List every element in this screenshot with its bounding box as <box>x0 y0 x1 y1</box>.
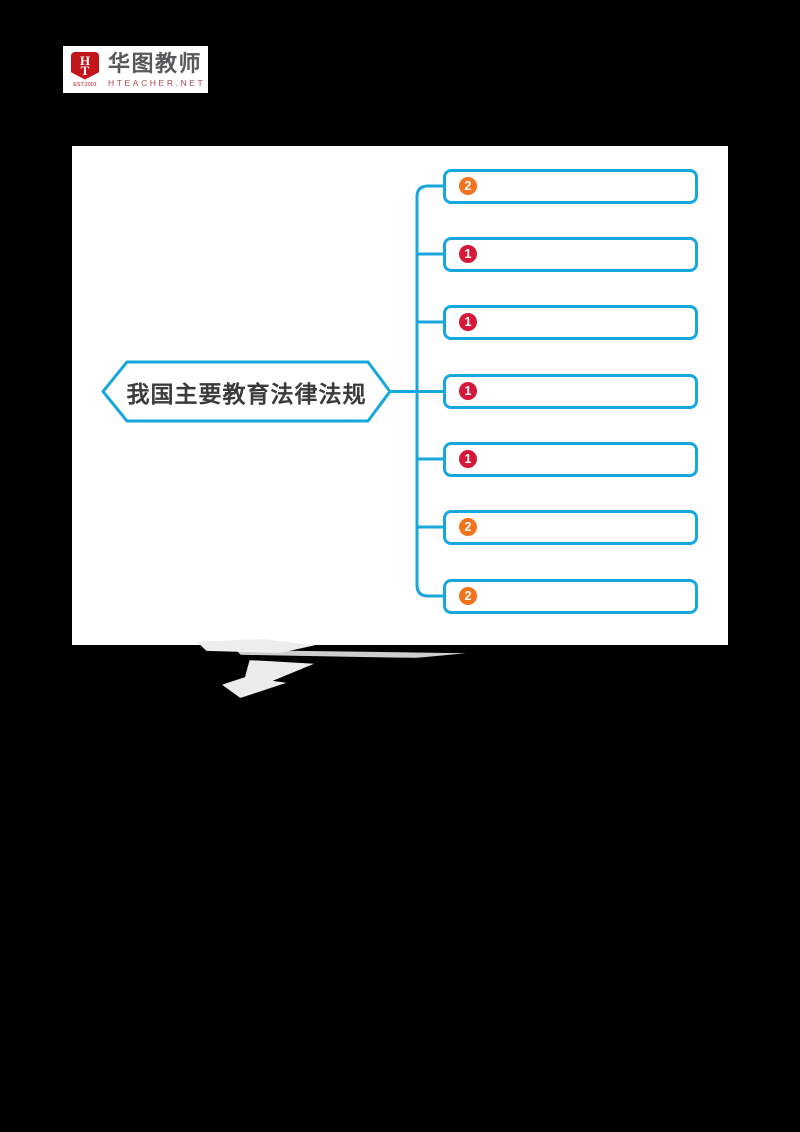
logo-shield-column: HT EST.2001 <box>68 51 102 88</box>
logo-text-column: 华图教师 HTEACHER.NET <box>108 50 206 88</box>
branch-node-6: 2 <box>443 509 698 545</box>
huatu-shield-icon: HT <box>71 51 99 80</box>
branch-1-badge: 2 <box>459 177 477 195</box>
branch-3-badge: 1 <box>459 313 477 331</box>
branch-node-2: 1 <box>443 236 698 272</box>
branch-5-badge: 1 <box>459 450 477 468</box>
branch-node-5: 1 <box>443 441 698 477</box>
mindmap-connectors <box>101 184 443 598</box>
brand-domain: HTEACHER.NET <box>108 77 206 88</box>
artifact-smudge <box>222 660 314 698</box>
brand-logo: HT EST.2001 华图教师 HTEACHER.NET <box>63 46 209 93</box>
logo-est-label: EST.2001 <box>73 81 97 88</box>
branch-node-4: 1 <box>443 373 698 409</box>
brand-name-cn: 华图教师 <box>108 50 203 76</box>
branch-node-1: 2 <box>443 168 698 204</box>
branch-node-7: 2 <box>443 578 698 614</box>
branch-2-badge: 1 <box>459 245 477 263</box>
branch-node-3: 1 <box>443 304 698 340</box>
branch-4-badge: 1 <box>459 382 477 400</box>
artifact-smudge <box>197 639 315 653</box>
mindmap-canvas: 我国主要教育法律法规 2 1 1 1 1 2 2 <box>72 146 728 645</box>
edge-trunk <box>415 184 443 598</box>
branch-7-badge: 2 <box>459 587 477 605</box>
branch-6-badge: 2 <box>459 518 477 536</box>
root-node-label: 我国主要教育法律法规 <box>126 380 367 407</box>
artifact-smudge <box>236 650 466 658</box>
shield-monogram: HT <box>79 52 91 78</box>
